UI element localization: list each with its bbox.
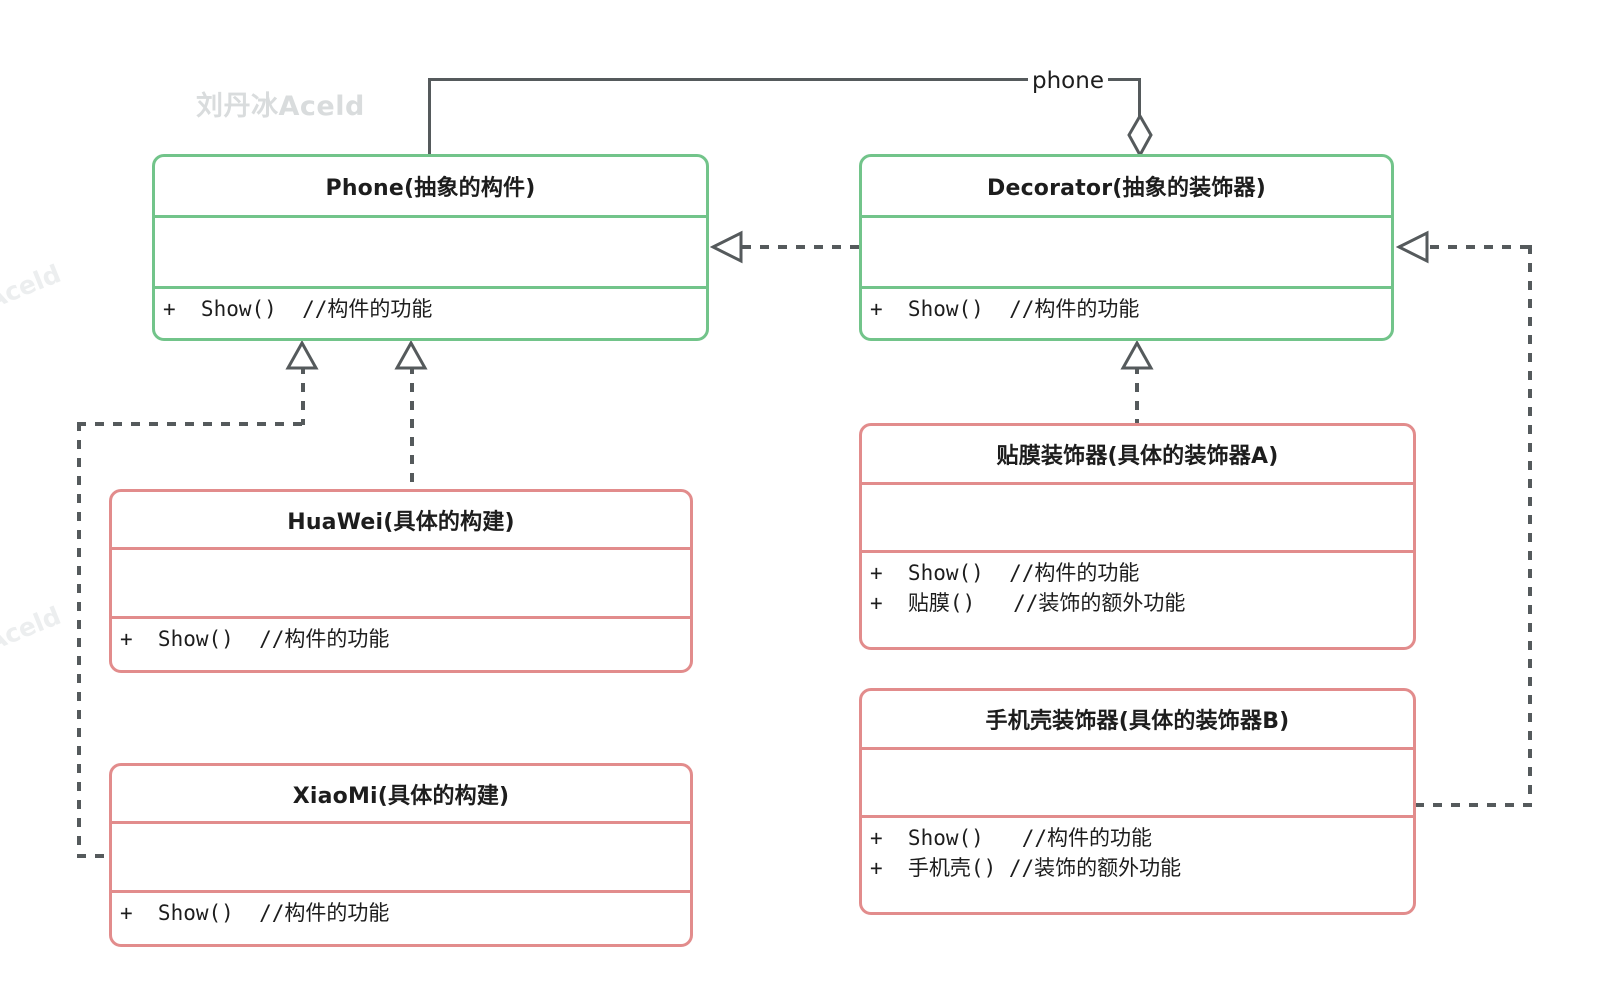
realization-case-to-decorator-bottom-horizontal [1415, 803, 1532, 807]
class-operations-huawei: + Show() //构件的功能 [112, 616, 690, 670]
realization-decorator-to-phone-arrowhead-icon [710, 230, 743, 264]
operation-item: + Show() //构件的功能 [163, 297, 433, 321]
watermark-author: 刘丹冰Aceld [196, 91, 365, 122]
class-attributes-case-decorator [862, 747, 1413, 815]
realization-case-to-decorator-right-vertical [1528, 245, 1532, 807]
realization-huawei-to-phone-arrowhead-icon [394, 341, 428, 370]
realization-xiaomi-to-phone-top-horizontal [77, 422, 305, 426]
class-operations-case-decorator: + Show() //构件的功能 + 手机壳() //装饰的额外功能 [862, 815, 1413, 912]
class-attributes-film-decorator [862, 482, 1413, 550]
watermark-side-1: Aceld [0, 258, 65, 315]
operation-item: + Show() //构件的功能 [120, 627, 390, 651]
operation-item: + 贴膜() //装饰的额外功能 [870, 590, 1186, 615]
aggregation-role-label: phone [1028, 68, 1108, 94]
class-box-xiaomi[interactable]: XiaoMi(具体的构建) + Show() //构件的功能 [109, 763, 693, 947]
class-name-xiaomi: XiaoMi(具体的构建) [292, 783, 510, 809]
class-operations-film-decorator: + Show() //构件的功能 + 贴膜() //装饰的额外功能 [862, 550, 1413, 647]
class-box-film-decorator[interactable]: 贴膜装饰器(具体的装饰器A) + Show() //构件的功能 + 贴膜() /… [859, 423, 1416, 650]
aggregation-segment-left-vertical [428, 78, 431, 158]
class-attributes-decorator [862, 215, 1391, 286]
class-box-huawei[interactable]: HuaWei(具体的构建) + Show() //构件的功能 [109, 489, 693, 673]
class-attributes-xiaomi [112, 821, 690, 890]
realization-film-to-decorator-line [1135, 365, 1139, 427]
operation-item: + 手机壳() //装饰的额外功能 [870, 855, 1182, 880]
class-operations-xiaomi: + Show() //构件的功能 [112, 890, 690, 944]
class-attributes-phone [155, 215, 706, 286]
aggregation-segment-right-vertical [1138, 78, 1141, 120]
realization-xiaomi-to-phone-upper-vertical [301, 365, 305, 425]
realization-huawei-to-phone-line [410, 365, 414, 493]
class-name-phone: Phone(抽象的构件) [325, 176, 536, 201]
operation-item: + Show() //构件的功能 [120, 901, 390, 925]
class-name-film-decorator: 贴膜装饰器(具体的装饰器A) [996, 444, 1279, 469]
realization-case-to-decorator-top-horizontal [1430, 245, 1532, 249]
class-name-huawei: HuaWei(具体的构建) [287, 509, 515, 535]
realization-decorator-to-phone-line [742, 245, 860, 249]
class-box-case-decorator[interactable]: 手机壳装饰器(具体的装饰器B) + Show() //构件的功能 + 手机壳()… [859, 688, 1416, 915]
class-operations-phone: + Show() //构件的功能 [155, 286, 706, 338]
realization-xiaomi-to-phone-bottom-horizontal [77, 854, 113, 858]
realization-film-to-decorator-arrowhead-icon [1120, 341, 1154, 370]
operation-item: + Show() //构件的功能 [870, 561, 1140, 585]
watermark-side-2: Aceld [0, 600, 65, 657]
class-attributes-huawei [112, 547, 690, 616]
operation-item: + Show() //构件的功能 [870, 297, 1140, 321]
class-operations-decorator: + Show() //构件的功能 [862, 286, 1391, 338]
class-box-phone[interactable]: Phone(抽象的构件) + Show() //构件的功能 [152, 154, 709, 341]
class-name-case-decorator: 手机壳装饰器(具体的装饰器B) [985, 709, 1290, 734]
aggregation-segment-top-horizontal [428, 78, 1140, 81]
realization-xiaomi-to-phone-arrowhead-icon [285, 341, 319, 370]
realization-case-to-decorator-arrowhead-icon [1396, 230, 1429, 264]
aggregation-diamond-icon [1127, 114, 1153, 158]
operation-item: + Show() //构件的功能 [870, 826, 1153, 850]
class-name-decorator: Decorator(抽象的装饰器) [986, 176, 1267, 201]
realization-xiaomi-to-phone-left-vertical [77, 422, 81, 857]
class-box-decorator[interactable]: Decorator(抽象的装饰器) + Show() //构件的功能 [859, 154, 1394, 341]
